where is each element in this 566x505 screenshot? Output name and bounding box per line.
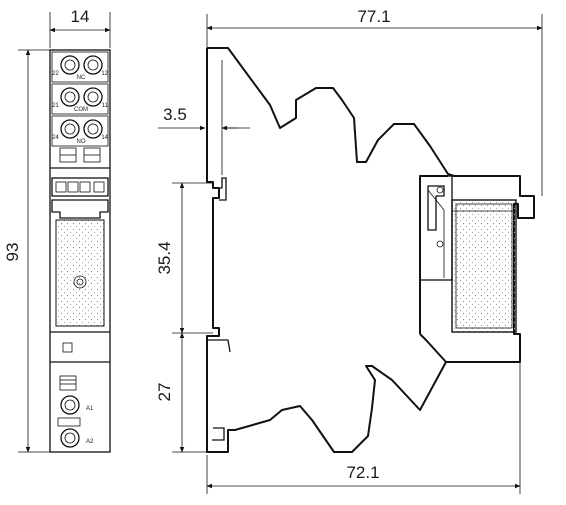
relay-module [55, 219, 105, 327]
screw-icon [60, 119, 80, 139]
terminal-label-11: 11 [102, 103, 109, 109]
front-width-label: 14 [71, 7, 90, 26]
terminal-label-14: 14 [101, 135, 108, 141]
front-body-outline [49, 49, 111, 453]
coil-label-a1: A1 [86, 406, 94, 412]
screw-icon [60, 55, 80, 75]
flange-label: 3.5 [163, 105, 187, 124]
terminal-label-nc: NC [77, 75, 86, 81]
front-view: 14 93 22 NC [3, 7, 111, 453]
indicator-led-icon [73, 275, 87, 289]
screw-icon [60, 87, 80, 107]
jumper-strip [51, 177, 109, 197]
status-window [62, 342, 73, 353]
total-width-label: 77.1 [357, 7, 390, 26]
screw-icon [60, 428, 80, 448]
side-view: 77.1 3.5 35.4 27 72.1 [155, 7, 543, 494]
screw-icon [83, 55, 103, 75]
screw-icon [83, 87, 103, 107]
relay-module-side [451, 199, 517, 333]
terminal-label-com: COM [74, 107, 88, 113]
screw-icon [83, 119, 103, 139]
terminal-label-21: 21 [52, 103, 59, 109]
coil-label-a2: A2 [86, 439, 94, 445]
lower-section-label: 27 [155, 383, 174, 402]
coil-wire-entry [59, 375, 77, 391]
base-width-label: 72.1 [346, 463, 379, 482]
terminal-label-24: 24 [52, 135, 59, 141]
relay-latch [51, 199, 109, 219]
terminal-label-no: NO [77, 139, 86, 145]
terminal-label-12: 12 [101, 71, 108, 77]
screw-icon [60, 395, 80, 415]
terminal-label-22: 22 [52, 71, 59, 77]
terminal-block: 22 NC 12 21 COM 11 24 NO 14 [51, 51, 109, 147]
height-label: 93 [3, 243, 22, 262]
rail-section-label: 35.4 [155, 241, 174, 274]
